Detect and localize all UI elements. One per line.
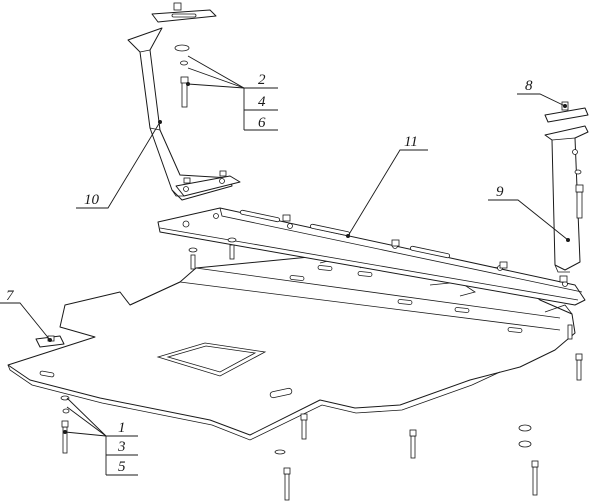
washers: [188, 237, 532, 448]
callout-4: 4: [258, 94, 266, 110]
callout-6: 6: [258, 115, 266, 131]
callout-9: 9: [496, 184, 504, 200]
callout-10: 10: [84, 192, 100, 208]
bottom-bolts: [60, 353, 583, 501]
callout-7: 7: [6, 288, 15, 304]
skid-plate: [7, 254, 576, 441]
callout-3: 3: [117, 439, 126, 455]
callout-5: 5: [118, 459, 126, 475]
callout-1: 1: [118, 420, 126, 436]
callout-2: 2: [258, 72, 266, 88]
callout-8: 8: [525, 78, 533, 94]
callout-11: 11: [404, 134, 418, 150]
crossmember-nuts: [282, 214, 568, 283]
callouts: [0, 55, 570, 476]
right-bracket: [544, 101, 589, 273]
left-bracket: [127, 2, 241, 201]
studs: [190, 244, 573, 340]
cross-member: [157, 207, 586, 306]
